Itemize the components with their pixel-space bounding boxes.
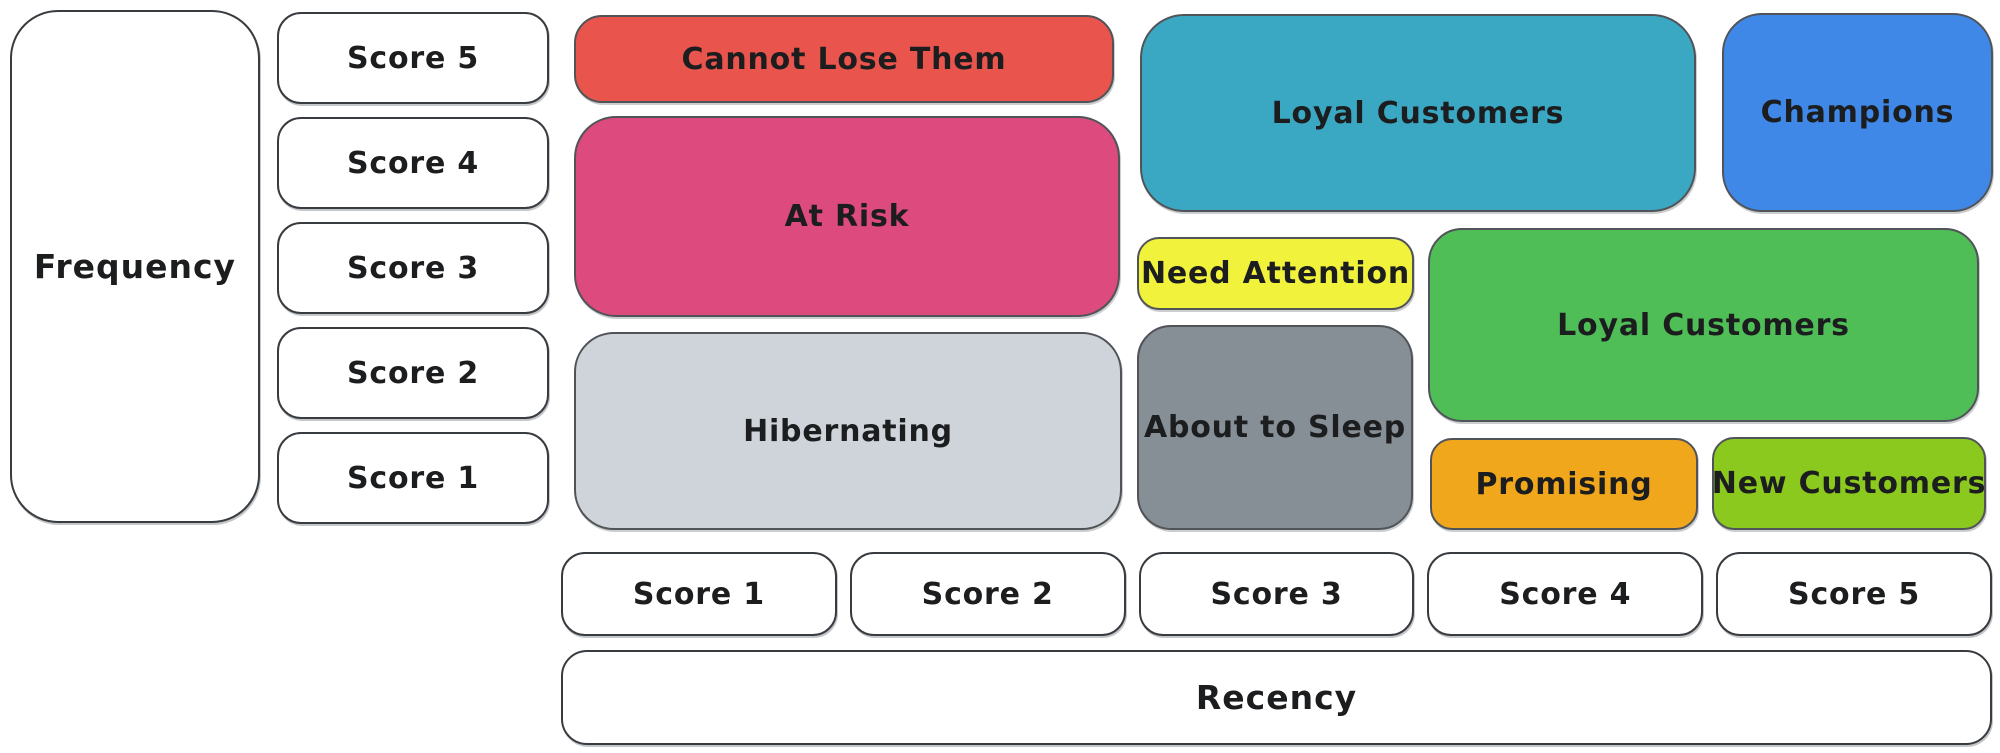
recency-score-row: Score 1 Score 2 Score 3 Score 4 Score 5 (561, 552, 1992, 636)
frequency-axis-box: Frequency (10, 10, 260, 523)
recency-score-1-box: Score 1 (561, 552, 837, 636)
segment-label: Need Attention (1140, 256, 1411, 291)
segment-hibernating: Hibernating (574, 332, 1122, 530)
segment-label: Cannot Lose Them (681, 41, 1007, 77)
frequency-score-3-label: Score 3 (346, 250, 480, 286)
segment-need-attention: Need Attention (1137, 237, 1414, 310)
segment-label: Loyal Customers (1557, 307, 1850, 343)
recency-score-1-label: Score 1 (632, 576, 765, 612)
frequency-score-4-box: Score 4 (277, 117, 549, 209)
segment-loyal-customers-upper: Loyal Customers (1140, 14, 1696, 212)
segment-cannot-lose-them: Cannot Lose Them (574, 15, 1114, 103)
recency-score-2-label: Score 2 (921, 576, 1054, 612)
segment-champions: Champions (1722, 13, 1993, 212)
frequency-score-column: Score 5 Score 4 Score 3 Score 2 Score 1 (277, 12, 549, 524)
recency-score-3-box: Score 3 (1138, 552, 1415, 636)
recency-score-5-label: Score 5 (1788, 576, 1921, 612)
segment-label: Promising (1475, 466, 1653, 502)
segment-promising: Promising (1430, 438, 1698, 530)
segment-loyal-customers-lower: Loyal Customers (1428, 228, 1979, 422)
segment-at-risk: At Risk (574, 116, 1120, 317)
frequency-score-4-label: Score 4 (346, 145, 480, 181)
frequency-score-1-label: Score 1 (346, 460, 480, 496)
segment-new-customers: New Customers (1712, 437, 1986, 530)
recency-score-2-box: Score 2 (849, 552, 1126, 636)
recency-score-5-box: Score 5 (1716, 552, 1992, 636)
segment-about-to-sleep: About to Sleep (1137, 325, 1413, 530)
recency-score-4-box: Score 4 (1427, 552, 1704, 636)
frequency-axis-label: Frequency (33, 247, 237, 286)
segment-label: At Risk (784, 199, 910, 234)
segment-label: Champions (1760, 95, 1955, 130)
segment-label: Hibernating (743, 413, 953, 449)
frequency-score-5-box: Score 5 (277, 12, 549, 104)
segment-label: New Customers (1711, 466, 1987, 501)
recency-axis-label: Recency (1195, 678, 1358, 717)
segment-label: About to Sleep (1143, 410, 1407, 445)
recency-axis-box: Recency (561, 650, 1992, 745)
frequency-score-2-label: Score 2 (346, 355, 480, 391)
segment-label: Loyal Customers (1271, 95, 1565, 131)
frequency-score-3-box: Score 3 (277, 222, 549, 314)
recency-score-3-label: Score 3 (1210, 576, 1343, 612)
frequency-score-1-box: Score 1 (277, 432, 549, 524)
recency-score-4-label: Score 4 (1499, 576, 1632, 612)
frequency-score-5-label: Score 5 (346, 40, 480, 76)
frequency-score-2-box: Score 2 (277, 327, 549, 419)
